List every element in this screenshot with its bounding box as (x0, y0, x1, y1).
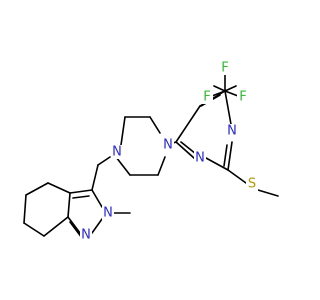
atom-nitrogen-pyrimidine-1: N (227, 124, 237, 139)
molecule-structure-diagram: F F F N N S N N N N (23, 61, 279, 243)
atom-sulfur: S (248, 177, 256, 192)
atom-nitrogen-piperazine-left: N (112, 145, 122, 160)
atom-nitrogen-pyrazole-methyl: N (103, 206, 113, 221)
atom-nitrogen-pyrazole-imine: N (81, 228, 91, 243)
atom-nitrogen-pyrimidine-3: N (195, 151, 205, 166)
atom-fluorine-right: F (239, 90, 246, 105)
bond-skeleton (23, 71, 279, 239)
atom-fluorine-top: F (221, 61, 228, 76)
atom-fluorine-left: F (203, 90, 210, 105)
atom-labels: F F F N N S N N N N (80, 61, 258, 243)
atom-nitrogen-piperazine-right: N (163, 138, 173, 153)
